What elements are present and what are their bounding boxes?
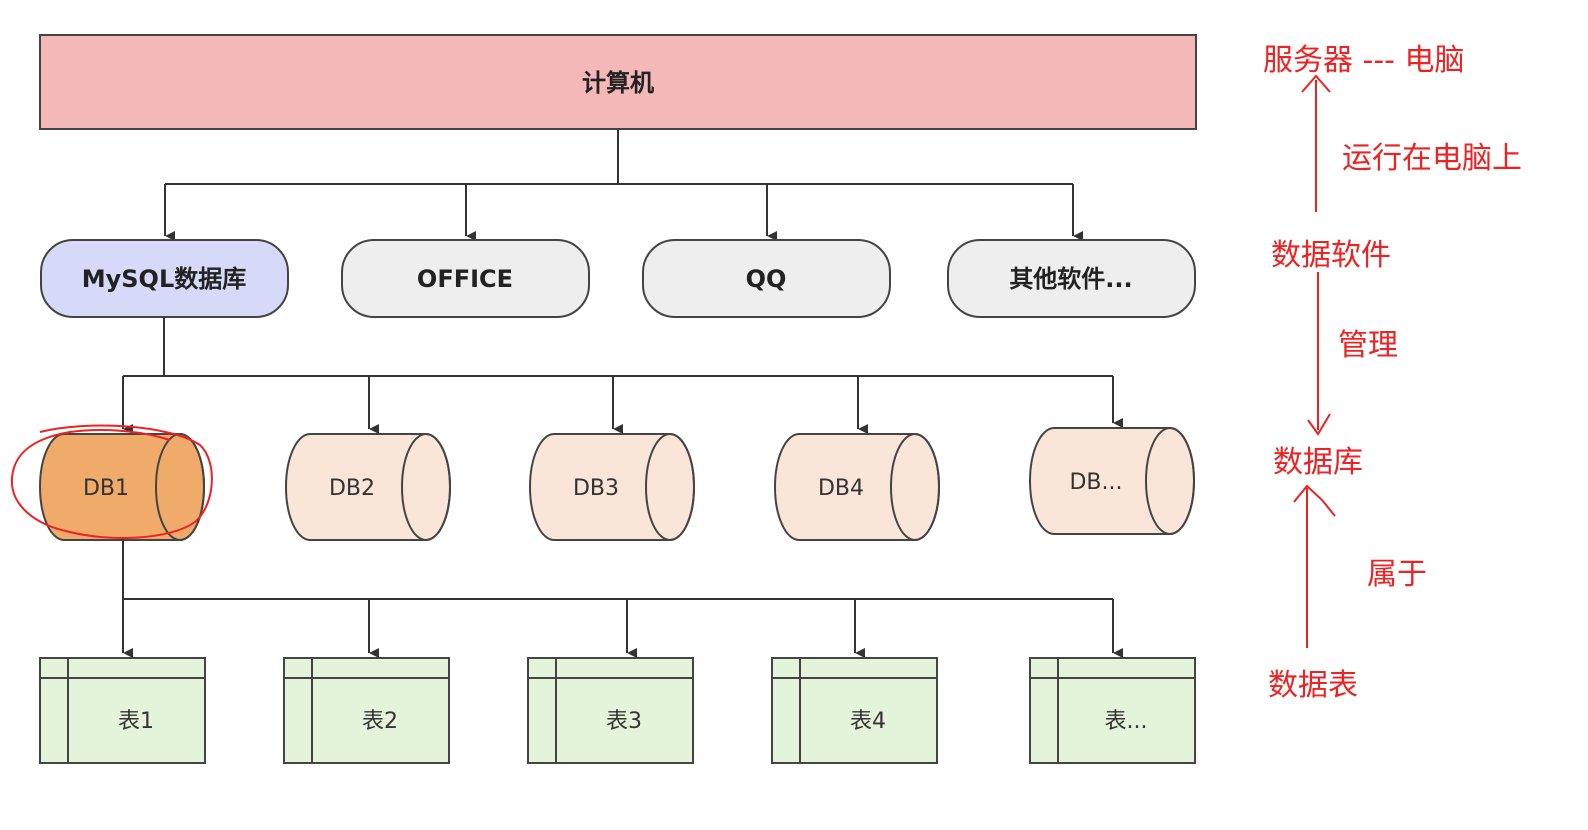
database-label-db1: DB1 <box>83 476 129 501</box>
annotation-arrow-up-1 <box>1301 74 1331 212</box>
annotation-arrow-up-2 <box>1293 484 1336 648</box>
database-node-db-more: DB... <box>1029 427 1195 535</box>
table-node-2: 表2 <box>283 657 450 764</box>
table-label-3: 表3 <box>606 709 642 734</box>
table-node-1: 表1 <box>39 657 206 764</box>
database-node-db4: DB4 <box>774 433 940 541</box>
table-label-4: 表4 <box>850 709 886 734</box>
database-node-db2: DB2 <box>285 433 451 541</box>
annotation-data-software: 数据软件 <box>1271 238 1391 273</box>
annotation-arrow-down <box>1307 272 1331 436</box>
table-label-more: 表... <box>1105 709 1148 734</box>
software-node-other: 其他软件... <box>947 239 1196 318</box>
annotation-manages: 管理 <box>1338 328 1398 363</box>
table-node-4: 表4 <box>771 657 938 764</box>
table-label-1: 表1 <box>118 709 154 734</box>
table-label-2: 表2 <box>362 709 398 734</box>
database-label-db2: DB2 <box>329 476 375 501</box>
annotation-data-table: 数据表 <box>1268 668 1358 703</box>
annotation-belongs-to: 属于 <box>1367 557 1427 592</box>
software-label-mysql: MySQL数据库 <box>82 265 247 293</box>
software-node-qq: QQ <box>642 239 891 318</box>
annotation-runs-on: 运行在电脑上 <box>1342 141 1522 176</box>
annotation-server: 服务器 --- 电脑 <box>1263 43 1465 78</box>
database-label-db-more: DB... <box>1069 470 1122 495</box>
database-node-db3: DB3 <box>529 433 695 541</box>
table-node-more: 表... <box>1029 657 1196 764</box>
computer-label: 计算机 <box>582 69 654 97</box>
database-label-db4: DB4 <box>818 476 864 501</box>
annotation-column: 服务器 --- 电脑 运行在电脑上 数据软件 管理 数据库 属于 数据表 <box>1263 43 1522 703</box>
software-node-mysql: MySQL数据库 <box>40 239 289 318</box>
database-node-db1: DB1 <box>39 433 205 541</box>
software-label-office: OFFICE <box>417 265 513 293</box>
table-node-3: 表3 <box>527 657 694 764</box>
software-node-office: OFFICE <box>341 239 590 318</box>
computer-box <box>39 34 1197 130</box>
annotation-database: 数据库 <box>1273 445 1363 480</box>
database-label-db3: DB3 <box>573 476 619 501</box>
software-label-qq: QQ <box>746 265 787 293</box>
db1-to-table-connectors <box>122 540 1123 658</box>
software-label-other: 其他软件... <box>1009 265 1132 293</box>
computer-to-software-connectors <box>164 129 1083 241</box>
mysql-to-database-connectors <box>122 317 1123 434</box>
db1-highlight-scribble <box>10 424 213 539</box>
